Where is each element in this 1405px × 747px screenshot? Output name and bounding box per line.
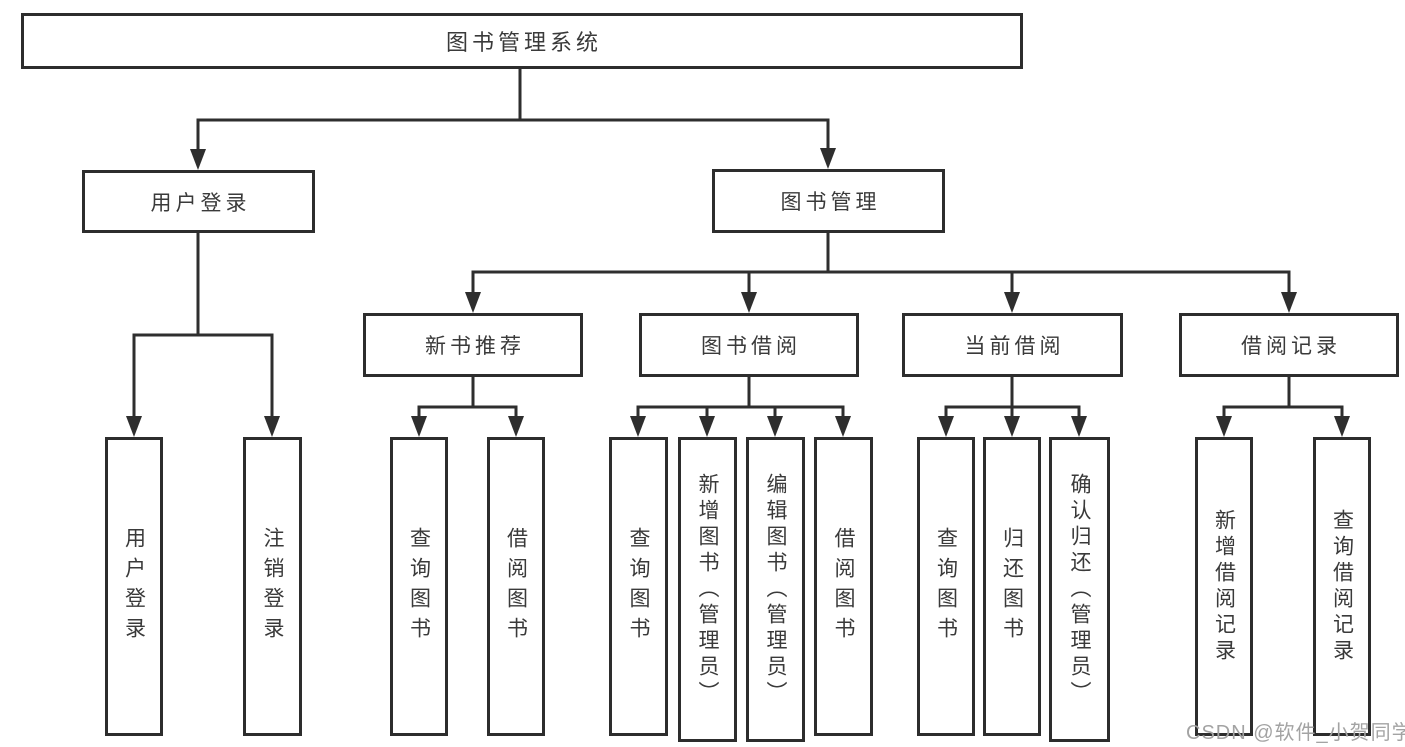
node-new-book-recommend: 新书推荐 (363, 313, 583, 377)
node-borrowing-records: 借阅记录 (1179, 313, 1399, 377)
leaf-bb-edit-books-admin-label: 编辑图书（管理员） (764, 472, 787, 707)
leaf-nbr-query-books-label: 查询图书 (407, 526, 431, 647)
leaf-cb-query-books: 查询图书 (917, 437, 975, 736)
node-root-label: 图书管理系统 (445, 30, 602, 55)
leaf-bb-edit-books-admin: 编辑图书（管理员） (746, 437, 805, 742)
leaf-cb-return-books: 归还图书 (983, 437, 1041, 736)
connector-bookborrow-to-leaves (636, 377, 845, 418)
node-current-borrowing: 当前借阅 (902, 313, 1123, 377)
connector-root-to-level1 (196, 69, 830, 151)
node-root-system: 图书管理系统 (21, 13, 1023, 69)
leaf-cb-query-books-label: 查询图书 (934, 526, 958, 647)
node-new-book-recommend-label: 新书推荐 (425, 335, 525, 358)
leaf-bb-add-books-admin: 新增图书（管理员） (678, 437, 737, 742)
node-user-login: 用户登录 (82, 170, 315, 233)
leaf-bb-borrow-books-label: 借阅图书 (832, 526, 855, 647)
connector-newbookrec-to-leaves (417, 377, 518, 418)
leaf-logout: 注销登录 (243, 437, 302, 736)
node-current-borrowing-label: 当前借阅 (964, 335, 1065, 358)
connector-borrowrecords-to-leaves (1222, 377, 1344, 418)
leaf-br-query-record: 查询借阅记录 (1313, 437, 1371, 736)
leaf-bb-add-books-admin-label: 新增图书（管理员） (696, 472, 719, 707)
leaf-bb-query-books-label: 查询图书 (627, 526, 650, 647)
leaf-nbr-borrow-books-label: 借阅图书 (504, 526, 528, 647)
connector-userlogin-to-leaves (132, 233, 274, 418)
node-borrowing-records-label: 借阅记录 (1241, 335, 1341, 358)
leaf-br-query-record-label: 查询借阅记录 (1330, 508, 1354, 665)
connector-bookmgmt-to-level2 (471, 233, 1291, 294)
leaf-logout-label: 注销登录 (261, 526, 284, 647)
leaf-bb-query-books: 查询图书 (609, 437, 668, 736)
leaf-br-add-record: 新增借阅记录 (1195, 437, 1253, 736)
leaf-cb-confirm-return-admin-label: 确认归还（管理员） (1068, 472, 1091, 707)
arrowheads (126, 148, 1350, 437)
leaf-br-add-record-label: 新增借阅记录 (1212, 508, 1236, 665)
node-user-login-label: 用户登录 (150, 191, 251, 215)
leaf-cb-confirm-return-admin: 确认归还（管理员） (1049, 437, 1110, 742)
connector-currentborrow-to-leaves (944, 377, 1081, 418)
leaf-user-login: 用户登录 (105, 437, 163, 736)
leaf-nbr-query-books: 查询图书 (390, 437, 448, 736)
leaf-bb-borrow-books: 借阅图书 (814, 437, 873, 736)
leaf-nbr-borrow-books: 借阅图书 (487, 437, 545, 736)
node-book-management: 图书管理 (712, 169, 945, 233)
node-book-borrowing-label: 图书借阅 (701, 335, 801, 358)
csdn-watermark: CSDN @软件_小贺同学 (1186, 722, 1405, 744)
leaf-cb-return-books-label: 归还图书 (1000, 526, 1024, 647)
leaf-user-login-label: 用户登录 (122, 526, 146, 647)
node-book-management-label: 图书管理 (780, 191, 881, 214)
node-book-borrowing: 图书借阅 (639, 313, 859, 377)
